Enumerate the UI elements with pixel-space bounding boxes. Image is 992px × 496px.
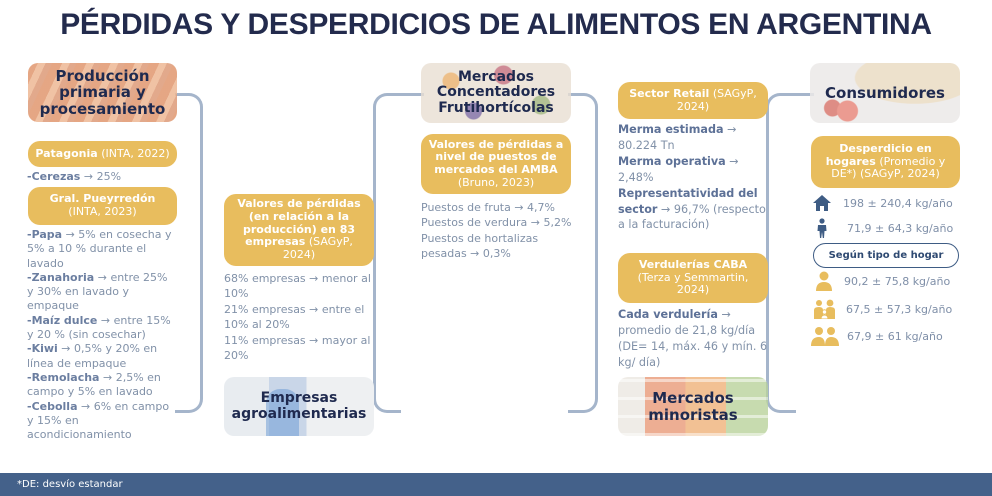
pueyrredon-box: Gral. Pueyrredón (INTA, 2023)	[28, 187, 177, 225]
food-plate-image	[810, 63, 960, 123]
list-item: -Kiwi → 0,5% y 20% en línea de empaque	[27, 342, 158, 370]
market-image	[421, 63, 571, 123]
list-item: Puestos de hortalizas pesadas → 0,3%	[421, 231, 539, 261]
page-title: PÉRDIDAS Y DESPERDICIOS DE ALIMENTOS EN …	[60, 8, 932, 41]
household-type-label: Según tipo de hogar	[813, 243, 959, 268]
couple-icon	[811, 325, 839, 347]
empresas-list: 68% empresas → menor al 10% 21% empresas…	[224, 271, 374, 363]
carrots-image	[28, 63, 177, 122]
list-item: Puestos de fruta → 4,7%	[421, 201, 556, 214]
empresas-box: Valores de pérdidas (en relación a la pr…	[224, 194, 374, 266]
stat-couple: 67,9 ± 61 kg/año	[811, 325, 943, 347]
footer-note: *DE: desvío estandar	[0, 473, 992, 496]
list-item: -Cebolla → 6% en campo y 15% en acondici…	[27, 399, 170, 442]
connector-2-top	[398, 93, 424, 96]
list-item: -Remolacha → 2,5% en campo y 5% en lavad…	[27, 370, 161, 399]
connector-2	[373, 93, 401, 413]
stat-family: 67,5 ± 57,3 kg/año	[814, 298, 952, 320]
amba-box: Valores de pérdidas a nivel de puestos d…	[421, 134, 571, 194]
family-icon	[814, 298, 836, 320]
retail-box: Sector Retail (SAGyP, 2024)	[618, 82, 768, 119]
connector-4	[766, 93, 796, 413]
produce-shelf-image	[618, 377, 768, 436]
pueyrredon-list: -Papa → 5% en cosecha y 5% a 10 % durant…	[27, 228, 177, 442]
verdulerias-box: Verdulerías CABA(Terza y Semmartin, 2024…	[618, 253, 768, 303]
single-person-icon	[814, 270, 834, 292]
hogares-box: Desperdicio en hogares (Promedio y DE*) …	[811, 136, 960, 188]
stage-mercados-concentradores-header: Mercados Concentadores Frutihortícolas	[421, 63, 571, 123]
list-item: -Papa → 5% en cosecha y 5% a 10 % durant…	[27, 228, 172, 270]
person-icon	[811, 218, 833, 238]
list-item: -Zanahoria → entre 25% y 30% en lavado y…	[27, 270, 168, 313]
amba-list: Puestos de fruta → 4,7% Puestos de verdu…	[421, 200, 573, 262]
retail-list: Merma estimada → 80.224 Tn Merma operati…	[618, 122, 770, 233]
factory-image	[224, 377, 374, 436]
verdulerias-list: Cada verdulería → promedio de 21,8 kg/dí…	[618, 307, 773, 371]
list-item: Puestos de verdura → 5,2%	[421, 216, 572, 230]
patagonia-box: Patagonia (INTA, 2022)	[28, 141, 177, 167]
stat-single: 90,2 ± 75,8 kg/año	[814, 270, 950, 292]
list-item: -Maíz dulce → entre 15% y 20 % (sin cose…	[27, 313, 171, 342]
list-item: Representatividad del sector → 96,7% (re…	[618, 186, 766, 232]
stage-consumidores-header: Consumidores	[810, 63, 960, 123]
stat-house: 198 ± 240,4 kg/año	[811, 193, 953, 213]
list-item: 11% empresas → mayor al 20%	[224, 333, 371, 362]
house-icon	[811, 193, 833, 213]
list-item: 21% empresas → entre el 10% al 20%	[224, 302, 365, 332]
list-item: Merma estimada → 80.224 Tn	[618, 123, 737, 152]
connector-4-top	[790, 93, 814, 96]
list-item: 68% empresas → menor al 10%	[224, 272, 371, 301]
list-item: Merma operativa → 2,48%	[618, 154, 739, 184]
stage-empresas-header: Empresas agroalimentarias	[224, 377, 374, 436]
stage-mercados-minoristas-header: Mercados minoristas	[618, 377, 768, 436]
stat-person: 71,9 ± 64,3 kg/año	[811, 218, 953, 238]
list-item: Cada verdulería → promedio de 21,8 kg/dí…	[618, 308, 768, 369]
list-item: -Cerezas → 25%	[27, 170, 122, 183]
connector-1	[175, 93, 203, 413]
connector-3	[568, 93, 598, 413]
stage-produccion-header: Producción primaria y procesamiento	[28, 63, 177, 122]
patagonia-list: -Cerezas → 25%	[27, 170, 177, 184]
